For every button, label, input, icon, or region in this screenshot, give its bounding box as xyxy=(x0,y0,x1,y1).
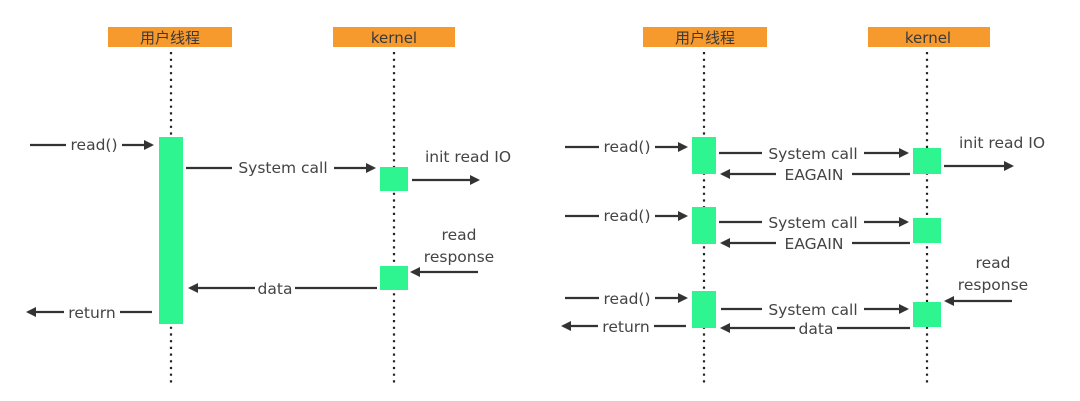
user-thread-header xyxy=(643,27,767,47)
user-activation xyxy=(692,291,716,328)
system-call-label: System call xyxy=(768,214,857,232)
kernel-activation xyxy=(913,218,941,243)
init-read-io-label: init read IO xyxy=(425,148,511,166)
user-thread-label: 用户线程 xyxy=(675,29,735,47)
kernel-header xyxy=(333,27,455,47)
data-label: data xyxy=(258,280,293,298)
user-thread-label: 用户线程 xyxy=(140,29,200,47)
user-activation xyxy=(159,137,183,324)
system-call-label: System call xyxy=(238,159,327,177)
data-label: data xyxy=(799,320,834,338)
kernel-label: kernel xyxy=(371,29,417,47)
system-call-label: System call xyxy=(768,145,857,163)
read-response-label-line2: response xyxy=(424,248,494,266)
read-label: read() xyxy=(71,136,118,154)
kernel-header xyxy=(868,27,990,47)
kernel-label: kernel xyxy=(905,29,951,47)
init-read-io-label: init read IO xyxy=(959,134,1045,152)
return-label: return xyxy=(602,318,649,336)
kernel-activation xyxy=(913,148,941,174)
eagain-label: EAGAIN xyxy=(785,166,844,184)
read-label: read() xyxy=(604,290,651,308)
kernel-activation xyxy=(380,266,408,290)
eagain-label: EAGAIN xyxy=(785,235,844,253)
read-response-label-line2: response xyxy=(958,276,1028,294)
user-activation xyxy=(692,207,716,244)
read-response-label-line1: read xyxy=(976,254,1011,272)
kernel-activation xyxy=(380,167,408,191)
user-thread-header xyxy=(108,27,232,47)
non-blocking-io-diagram: 用户线程 kernel read() System call EAGAIN in… xyxy=(563,27,1045,386)
read-response-label-line1: read xyxy=(442,226,477,244)
kernel-activation xyxy=(913,302,941,327)
user-activation xyxy=(692,137,716,174)
blocking-io-diagram: 用户线程 kernel read() System call init read… xyxy=(28,27,511,386)
system-call-label: System call xyxy=(768,301,857,319)
read-label: read() xyxy=(604,138,651,156)
return-label: return xyxy=(68,304,115,322)
read-label: read() xyxy=(604,207,651,225)
